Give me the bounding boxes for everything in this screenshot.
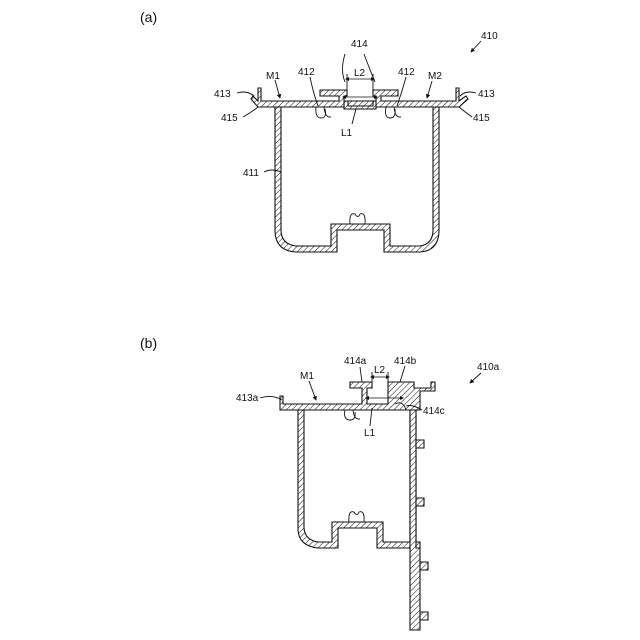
leader-414-a-left [343, 54, 346, 82]
label-L2-b: L2 [374, 365, 386, 376]
leader-415-right [459, 107, 472, 117]
fin-4 [420, 612, 428, 620]
hollow-box-a [275, 107, 439, 252]
figure-b: (b) 414a 414b 410a [140, 335, 500, 630]
label-L2-a: L2 [354, 68, 366, 79]
label-414b: 414b [394, 356, 417, 367]
fin-2 [416, 498, 424, 506]
label-M1-b: M1 [300, 371, 314, 382]
label-410a: 410a [477, 362, 500, 373]
figure-a: (a) 414 410 L2 M1 [140, 9, 498, 252]
leader-413-left [237, 92, 254, 96]
fin-1 [416, 440, 424, 448]
label-411: 411 [243, 168, 259, 179]
fin-3 [420, 562, 428, 570]
leader-410 [471, 41, 481, 52]
groove-b [345, 410, 360, 420]
label-414a: 414a [344, 356, 367, 367]
label-M2-a: M2 [428, 71, 442, 82]
bottom-bump-b [349, 512, 364, 522]
leader-410a [470, 373, 481, 383]
label-412-left: 412 [298, 67, 315, 78]
label-412-right: 412 [398, 67, 415, 78]
leader-415-left [243, 107, 258, 117]
leader-414-a-right [364, 54, 375, 82]
hollow-box-b [298, 410, 420, 548]
leader-M2-a [427, 81, 432, 98]
top-flange-a [251, 88, 468, 107]
leader-413-right [460, 92, 476, 96]
leader-L1-a [352, 109, 356, 124]
label-414: 414 [351, 39, 368, 50]
label-M1-a: M1 [266, 71, 280, 82]
leader-L1-b [370, 408, 372, 426]
label-414c: 414c [423, 406, 445, 417]
leader-M1-b [309, 381, 316, 400]
leader-M1-a [275, 80, 280, 98]
leader-414a [360, 367, 362, 382]
figure-a-caption: (a) [140, 9, 157, 25]
label-413-right: 413 [478, 89, 495, 100]
label-L1-a: L1 [341, 128, 353, 139]
leader-414b [400, 366, 405, 382]
groove-412-left [316, 107, 331, 118]
label-415-right: 415 [473, 113, 490, 124]
label-L1-b: L1 [364, 428, 376, 439]
groove-412-right [386, 107, 402, 118]
label-410: 410 [481, 31, 498, 42]
leader-413a [260, 396, 282, 400]
bottom-bump-a [350, 214, 365, 224]
figure-b-caption: (b) [140, 335, 157, 351]
label-413-left: 413 [214, 89, 231, 100]
label-413a: 413a [236, 393, 259, 404]
label-415-left: 415 [221, 113, 238, 124]
